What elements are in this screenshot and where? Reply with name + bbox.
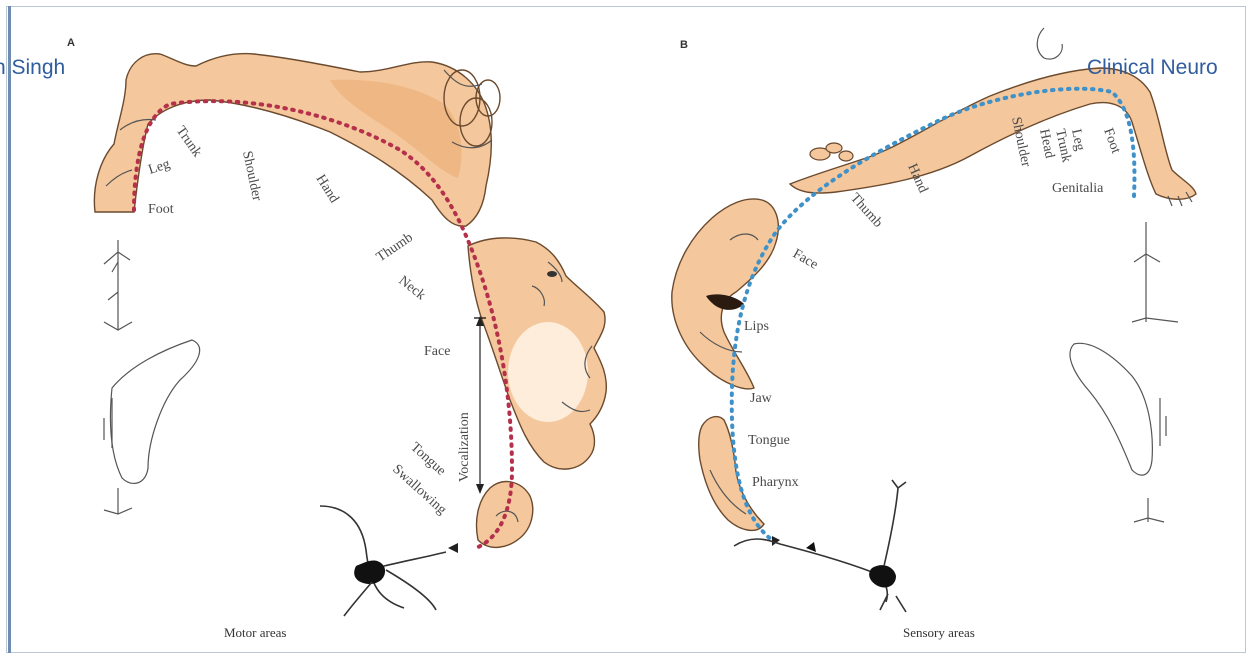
motor-label-vocalization: Vocalization: [457, 412, 472, 482]
motor-label-neck: Neck: [396, 273, 429, 303]
sensory-pyramidal-neuron: [734, 480, 906, 612]
sensory-areas-caption: Sensory areas: [903, 625, 975, 640]
motor-label-leg: Leg: [147, 157, 172, 178]
sensory-label-tongue: Tongue: [748, 433, 790, 448]
sensory-label-genitalia: Genitalia: [1052, 181, 1104, 196]
panel-b-letter: B: [680, 39, 688, 51]
motor-homunculus-body: [94, 54, 500, 227]
sensory-label-foot: Foot: [1100, 126, 1123, 155]
sensory-label-thumb: Thumb: [847, 191, 885, 231]
motor-label-shoulder: Shoulder: [239, 150, 264, 203]
motor-arc-arrowhead: [448, 543, 458, 553]
panel-a-letter: A: [67, 37, 75, 49]
sensory-label-face: Face: [790, 246, 820, 272]
motor-label-trunk: Trunk: [173, 124, 205, 160]
motor-homunculus-face: [468, 238, 606, 469]
motor-label-foot: Foot: [148, 202, 174, 217]
sensory-neuron-sketch-right: [1070, 222, 1178, 522]
motor-label-hand: Hand: [313, 172, 342, 206]
header-author-text: n Singh: [0, 56, 65, 80]
header-title-text: Clinical Neuro: [1087, 56, 1218, 80]
motor-label-face: Face: [424, 344, 450, 359]
motor-pyramidal-neuron: [320, 506, 446, 616]
sensory-label-pharynx: Pharynx: [752, 475, 799, 490]
motor-label-tongue: Tongue: [407, 440, 448, 479]
motor-label-thumb: Thumb: [374, 230, 416, 265]
sensory-homunculus-face: [672, 199, 779, 389]
vocalization-bracket: [474, 316, 486, 494]
sensory-label-jaw: Jaw: [750, 391, 773, 406]
motor-neuron-sketch-left: [104, 240, 200, 514]
motor-areas-caption: Motor areas: [224, 625, 286, 640]
sensory-label-lips: Lips: [744, 319, 769, 334]
